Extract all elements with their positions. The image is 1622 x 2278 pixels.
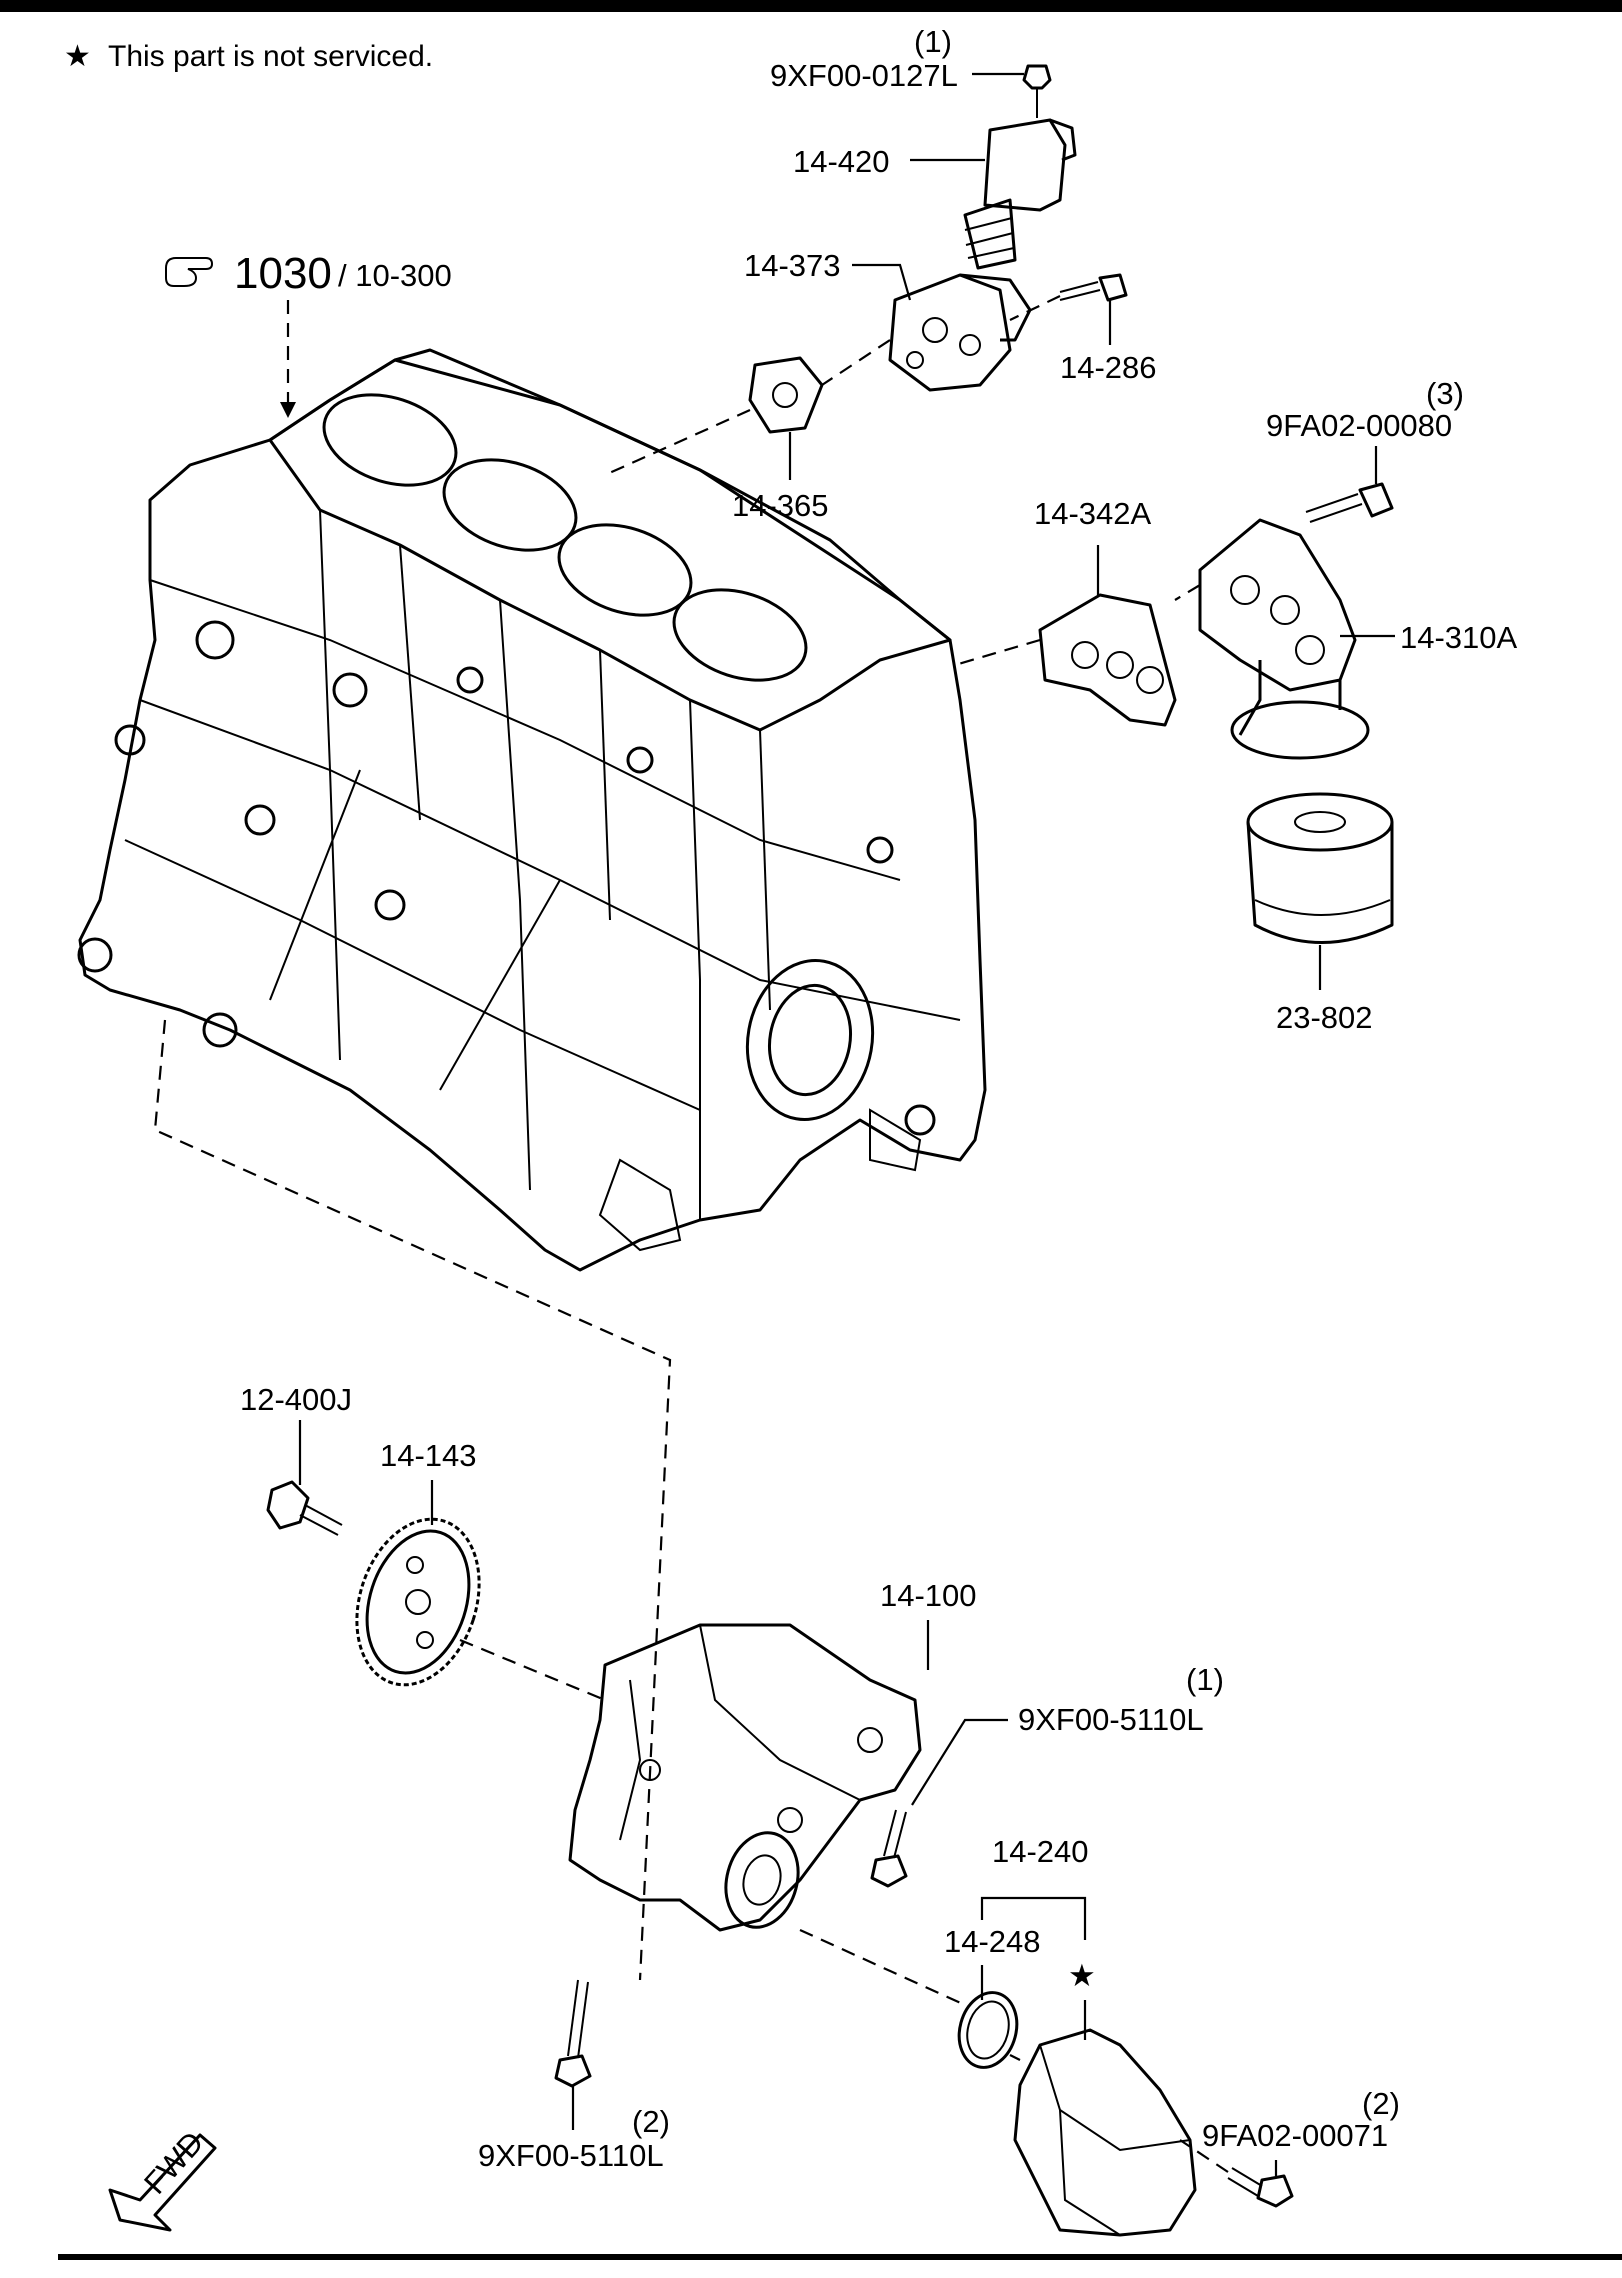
reference-number[interactable]: 1030	[234, 249, 332, 298]
part-14-143[interactable]: 14-143	[380, 1438, 477, 1473]
dash-pump-oring	[799, 1928, 966, 2007]
dash-block-pump	[153, 1019, 672, 1981]
bolt-mid-qty: (1)	[1186, 1662, 1224, 1697]
bolt-right-label[interactable]: 9FA02-00080	[1266, 408, 1452, 443]
pointing-hand-icon	[165, 257, 214, 287]
bottom-border	[58, 2254, 1622, 2260]
bolt-cover-qty: (2)	[1362, 2086, 1400, 2121]
not-serviced-marker: ★	[1068, 1958, 1096, 1993]
not-serviced-star: ★	[64, 40, 91, 73]
bolt-9FA02-00080[interactable]	[1305, 482, 1394, 523]
oil-strainer[interactable]	[1013, 2028, 1197, 2237]
leader-bolt-mid	[911, 1718, 1008, 1806]
part-14-420[interactable]: 14-420	[793, 144, 890, 179]
part-14-373[interactable]: 14-373	[744, 248, 841, 283]
part-14-286[interactable]: 14-286	[1060, 350, 1157, 385]
dash-oring-strainer	[1009, 2054, 1021, 2061]
reference-suffix: / 10-300	[338, 258, 452, 293]
bolt-12-400J[interactable]	[266, 1480, 343, 1536]
not-serviced-note: This part is not serviced.	[108, 40, 433, 73]
leader-14-373	[852, 263, 912, 301]
forward-arrow-icon: FWD	[108, 2125, 217, 2232]
cylinder-block	[77, 348, 987, 1272]
bolt-9XF00-5110L-bottom[interactable]	[554, 1979, 592, 2088]
o-ring[interactable]	[951, 1986, 1025, 2074]
dash-filter-block	[954, 638, 1041, 667]
oil-pump[interactable]	[568, 1623, 922, 1935]
ocv-gasket[interactable]	[748, 356, 824, 434]
oil-pump-sprocket[interactable]	[337, 1503, 500, 1701]
dash-ocv-block	[604, 408, 751, 477]
oil-filter[interactable]	[1246, 792, 1394, 944]
oil-control-valve[interactable]	[963, 118, 1077, 270]
dash-filter-body	[1174, 584, 1201, 601]
dash-14-286	[1009, 295, 1061, 321]
part-14-100[interactable]: 14-100	[880, 1578, 977, 1613]
bolt-9XF00-5110L-mid[interactable]	[870, 1809, 908, 1888]
bolt-mid-label[interactable]: 9XF00-5110L	[1018, 1702, 1204, 1737]
bolt-cover-label[interactable]: 9FA02-00071	[1202, 2118, 1388, 2153]
bolt-top-qty: (1)	[914, 24, 952, 59]
oil-filter-body[interactable]	[1198, 518, 1370, 760]
bolt-bottom-label[interactable]: 9XF00-5110L	[478, 2138, 664, 2173]
dash-bolt-cover	[1179, 2139, 1229, 2173]
dash-ocv-gasket	[821, 339, 891, 386]
part-14-365[interactable]: 14-365	[732, 488, 829, 523]
filter-body-gasket[interactable]	[1038, 593, 1177, 727]
bolt-top-label[interactable]: 9XF00-0127L	[770, 58, 958, 93]
ocv-bracket[interactable]	[888, 273, 1032, 392]
part-14-240[interactable]: 14-240	[992, 1834, 1089, 1869]
bolt-right-qty: (3)	[1426, 376, 1464, 411]
part-12-400J[interactable]: 12-400J	[240, 1382, 352, 1417]
top-border	[0, 0, 1622, 12]
reference-arrowhead	[280, 402, 296, 418]
part-14-342A[interactable]: 14-342A	[1034, 496, 1152, 531]
bolt-bottom-qty: (2)	[632, 2104, 670, 2139]
bolt-14-286[interactable]	[1059, 273, 1128, 302]
part-14-310A[interactable]: 14-310A	[1400, 620, 1518, 655]
bolt-9XF00-0127L[interactable]	[1022, 64, 1052, 118]
part-14-248[interactable]: 14-248	[944, 1924, 1041, 1959]
bracket-14-240	[980, 1896, 1087, 1940]
dash-sprocket-pump	[459, 1638, 606, 1702]
bolt-9FA02-00071[interactable]	[1227, 2167, 1294, 2208]
part-23-802[interactable]: 23-802	[1276, 1000, 1373, 1035]
